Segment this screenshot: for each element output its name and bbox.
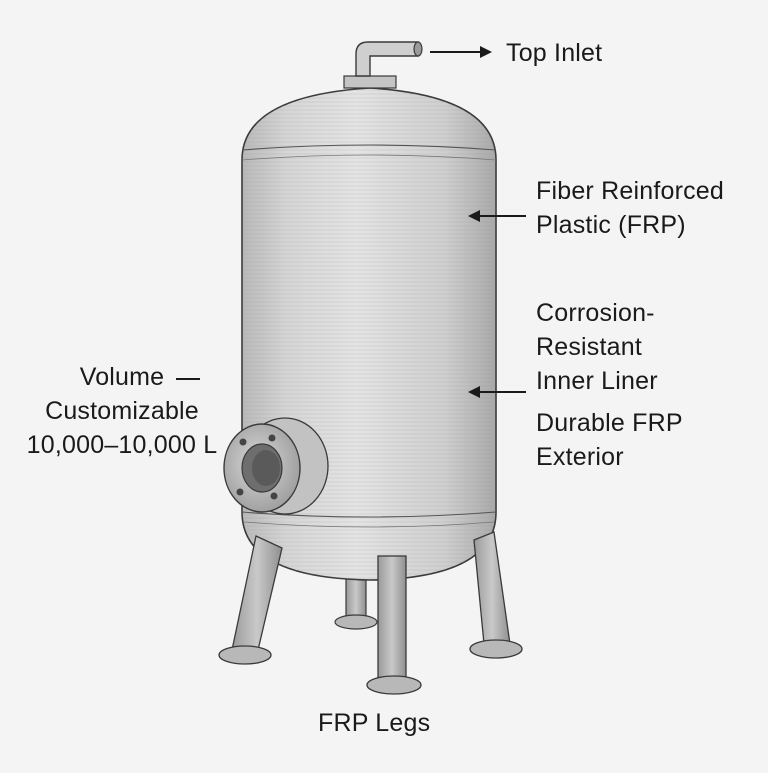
callout-volume-line-2: Customizable	[45, 397, 199, 425]
callout-volume-line-3: 10,000–10,000 L	[26, 431, 218, 459]
arrow-liner	[468, 386, 526, 398]
callout-liner-line-2: Resistant	[536, 333, 643, 361]
callout-volume-line-1: Volume	[79, 363, 165, 391]
callout-top-inlet-text: Top Inlet	[506, 39, 603, 67]
callout-liner-line-1: Corrosion-	[536, 299, 655, 327]
callout-exterior-line-1: Durable FRP	[536, 409, 683, 437]
callout-exterior: Durable FRP Exterior	[536, 406, 683, 474]
callout-frp: Fiber Reinforced Plastic (FRP)	[536, 174, 724, 242]
callout-liner-line-3: Inner Liner	[536, 367, 658, 395]
top-inlet-pipe	[343, 41, 423, 89]
arrow-frp	[468, 210, 526, 222]
callout-legs-text: FRP Legs	[318, 709, 431, 737]
callout-frp-line-2: Plastic (FRP)	[536, 211, 686, 239]
callout-legs: FRP Legs	[318, 706, 430, 740]
callout-top-inlet: Top Inlet	[506, 36, 602, 70]
leg-front-left	[218, 535, 283, 665]
side-flange	[223, 417, 329, 515]
leg-front-center	[366, 555, 422, 695]
leg-front-right	[469, 531, 523, 659]
callout-exterior-line-2: Exterior	[536, 443, 624, 471]
callout-volume: Volume Customizable 10,000–10,000 L	[22, 360, 222, 462]
callout-inner-liner: Corrosion- Resistant Inner Liner	[536, 296, 658, 398]
callout-frp-line-1: Fiber Reinforced	[536, 177, 725, 205]
arrow-top-inlet	[430, 46, 492, 58]
